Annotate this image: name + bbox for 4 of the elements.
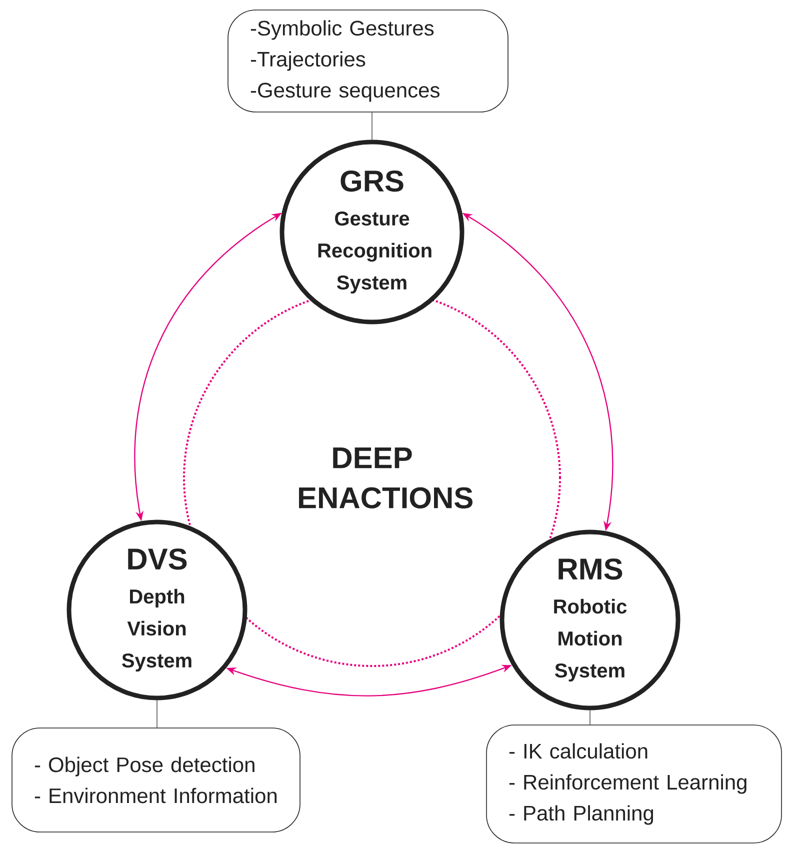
feature-box: -Symbolic Gestures -Trajectories -Gesture sequences (228, 10, 508, 112)
feature-box: - Object Pose detection - Environment Information (12, 728, 300, 832)
connector-line (156, 700, 158, 728)
feature-box: - IK calculation - Reinforcement Learning - Path Planning (486, 724, 782, 844)
